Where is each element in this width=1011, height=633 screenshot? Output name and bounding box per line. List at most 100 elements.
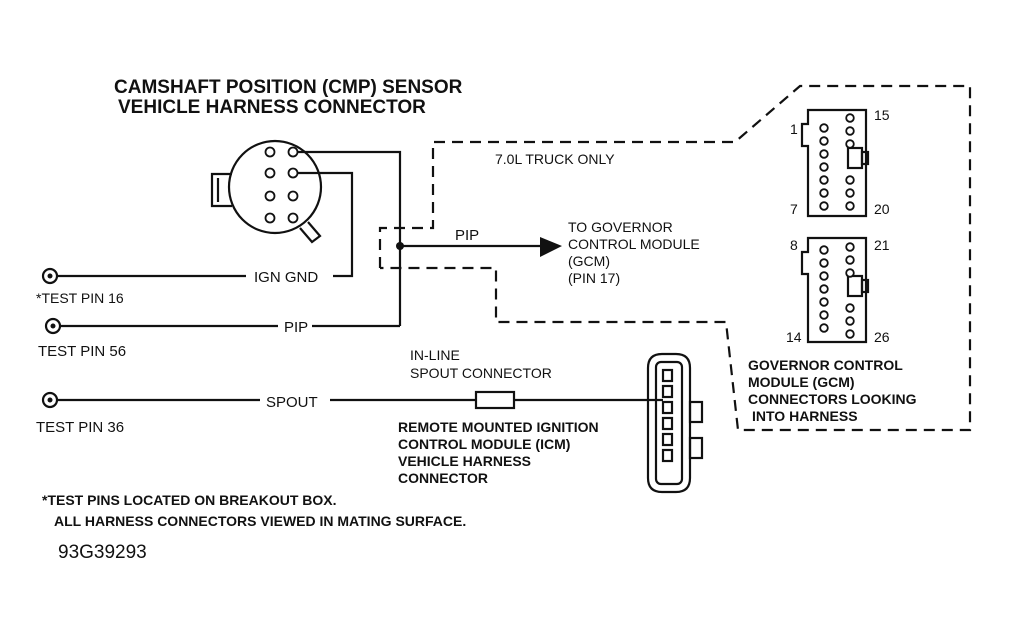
title-line-1: CAMSHAFT POSITION (CMP) SENSOR bbox=[114, 77, 463, 98]
icm-pin bbox=[661, 384, 674, 399]
gcm-lower-latch-tip bbox=[860, 278, 870, 294]
test-pin-56-label: TEST PIN 56 bbox=[38, 343, 126, 360]
gcm-pin bbox=[845, 316, 855, 326]
gcm-pin bbox=[819, 175, 829, 185]
test-pin-16-terminal-center bbox=[47, 273, 53, 279]
gcm-pin bbox=[845, 188, 855, 198]
icm-pin bbox=[661, 432, 674, 447]
cmp-pin bbox=[264, 146, 276, 158]
spout-label: SPOUT bbox=[266, 394, 318, 411]
gcm-pin bbox=[845, 329, 855, 339]
gcm-pin bbox=[819, 284, 829, 294]
cmp-connector-key bbox=[299, 221, 322, 244]
governor-target-line-3: (GCM) bbox=[568, 253, 610, 269]
gcm-lower-latch bbox=[846, 274, 864, 298]
pip-right-label: PIP bbox=[455, 227, 479, 244]
ign-gnd-label: IGN GND bbox=[254, 269, 318, 286]
icm-label-line-2: CONTROL MODULE (ICM) bbox=[398, 436, 570, 452]
gcm-pin-label-14: 14 bbox=[786, 329, 802, 345]
cmp-pin bbox=[264, 190, 276, 202]
inline-connector-line-1: IN-LINE bbox=[410, 347, 460, 363]
truck-only-label: 7.0L TRUCK ONLY bbox=[495, 151, 615, 167]
gcm-pin bbox=[845, 113, 855, 123]
gcm-pin bbox=[819, 323, 829, 333]
gcm-pin bbox=[845, 268, 855, 278]
gcm-pin bbox=[845, 175, 855, 185]
cmp-connector-body bbox=[227, 139, 323, 235]
gcm-pin-label-8: 8 bbox=[790, 237, 798, 253]
gcm-pin bbox=[845, 303, 855, 313]
gcm-label-line-1: GOVERNOR CONTROL bbox=[748, 357, 903, 373]
gcm-pin bbox=[819, 123, 829, 133]
gcm-pin bbox=[819, 188, 829, 198]
ign-gnd-wire bbox=[298, 171, 354, 278]
gcm-upper-latch bbox=[846, 146, 864, 170]
gcm-pin bbox=[819, 297, 829, 307]
gcm-pin-label-1: 1 bbox=[790, 121, 798, 137]
gcm-pin bbox=[819, 245, 829, 255]
gcm-pin bbox=[845, 201, 855, 211]
gcm-pin bbox=[819, 310, 829, 320]
pip-wire bbox=[298, 150, 402, 326]
gcm-pin-label-7: 7 bbox=[790, 201, 798, 217]
gcm-pin bbox=[845, 139, 855, 149]
gcm-upper-body bbox=[800, 108, 868, 218]
cmp-connector-latch bbox=[210, 172, 232, 208]
cmp-sensor-connector bbox=[210, 139, 323, 244]
cmp-pin bbox=[264, 167, 276, 179]
icm-label-line-3: VEHICLE HARNESS bbox=[398, 453, 531, 469]
gcm-pin bbox=[819, 136, 829, 146]
gcm-upper-latch-tip bbox=[860, 150, 870, 166]
pip-left-label: PIP bbox=[284, 319, 308, 336]
gcm-pin-label-20: 20 bbox=[874, 201, 890, 217]
gcm-pin bbox=[819, 149, 829, 159]
gcm-pin bbox=[845, 242, 855, 252]
inline-spout-connector bbox=[474, 390, 516, 410]
gcm-pin bbox=[845, 126, 855, 136]
gcm-pin-label-26: 26 bbox=[874, 329, 890, 345]
icm-connector-tab bbox=[688, 400, 704, 424]
test-pin-36-label: TEST PIN 36 bbox=[36, 419, 124, 436]
gcm-lower-body bbox=[800, 236, 868, 344]
cmp-pin bbox=[287, 167, 299, 179]
gcm-upper-connector bbox=[800, 108, 870, 218]
governor-target-line-4: (PIN 17) bbox=[568, 270, 620, 286]
icm-harness-connector bbox=[646, 352, 704, 494]
figure-id: 93G39293 bbox=[58, 542, 147, 563]
icm-label-line-1: REMOTE MOUNTED IGNITION bbox=[398, 419, 599, 435]
test-pin-16-label: *TEST PIN 16 bbox=[36, 290, 124, 306]
gcm-pin-label-15: 15 bbox=[874, 107, 890, 123]
icm-connector-tab bbox=[688, 436, 704, 460]
gcm-pin bbox=[819, 201, 829, 211]
governor-target-line-1: TO GOVERNOR bbox=[568, 219, 673, 235]
inline-connector-line-2: SPOUT CONNECTOR bbox=[410, 365, 552, 381]
truck-only-boundary bbox=[378, 84, 972, 432]
cmp-pin bbox=[264, 212, 276, 224]
pip-arrowhead bbox=[540, 237, 562, 257]
icm-pin bbox=[661, 368, 674, 383]
title-line-2: VEHICLE HARNESS CONNECTOR bbox=[118, 97, 426, 118]
gcm-pin bbox=[845, 255, 855, 265]
icm-label-line-4: CONNECTOR bbox=[398, 470, 488, 486]
icm-connector-body bbox=[646, 352, 692, 494]
gcm-label-line-2: MODULE (GCM) bbox=[748, 374, 855, 390]
gcm-lower-connector bbox=[800, 236, 870, 344]
cmp-pin bbox=[287, 212, 299, 224]
cmp-pin bbox=[287, 190, 299, 202]
footnote-line-1: *TEST PINS LOCATED ON BREAKOUT BOX. bbox=[42, 492, 337, 508]
governor-target-line-2: CONTROL MODULE bbox=[568, 236, 700, 252]
gcm-label-line-3: CONNECTORS LOOKING bbox=[748, 391, 917, 407]
test-pin-56-terminal-center bbox=[50, 323, 56, 329]
icm-pin bbox=[661, 448, 674, 463]
gcm-label-line-4: INTO HARNESS bbox=[752, 408, 858, 424]
gcm-pin bbox=[819, 162, 829, 172]
icm-pin bbox=[661, 400, 674, 415]
cmp-pin bbox=[287, 146, 299, 158]
footnote-line-2: ALL HARNESS CONNECTORS VIEWED IN MATING … bbox=[54, 513, 466, 529]
gcm-pin bbox=[819, 258, 829, 268]
icm-connector-inner bbox=[654, 360, 684, 486]
gcm-pin bbox=[819, 271, 829, 281]
icm-pin bbox=[661, 416, 674, 431]
test-pin-36-terminal-center bbox=[47, 397, 53, 403]
